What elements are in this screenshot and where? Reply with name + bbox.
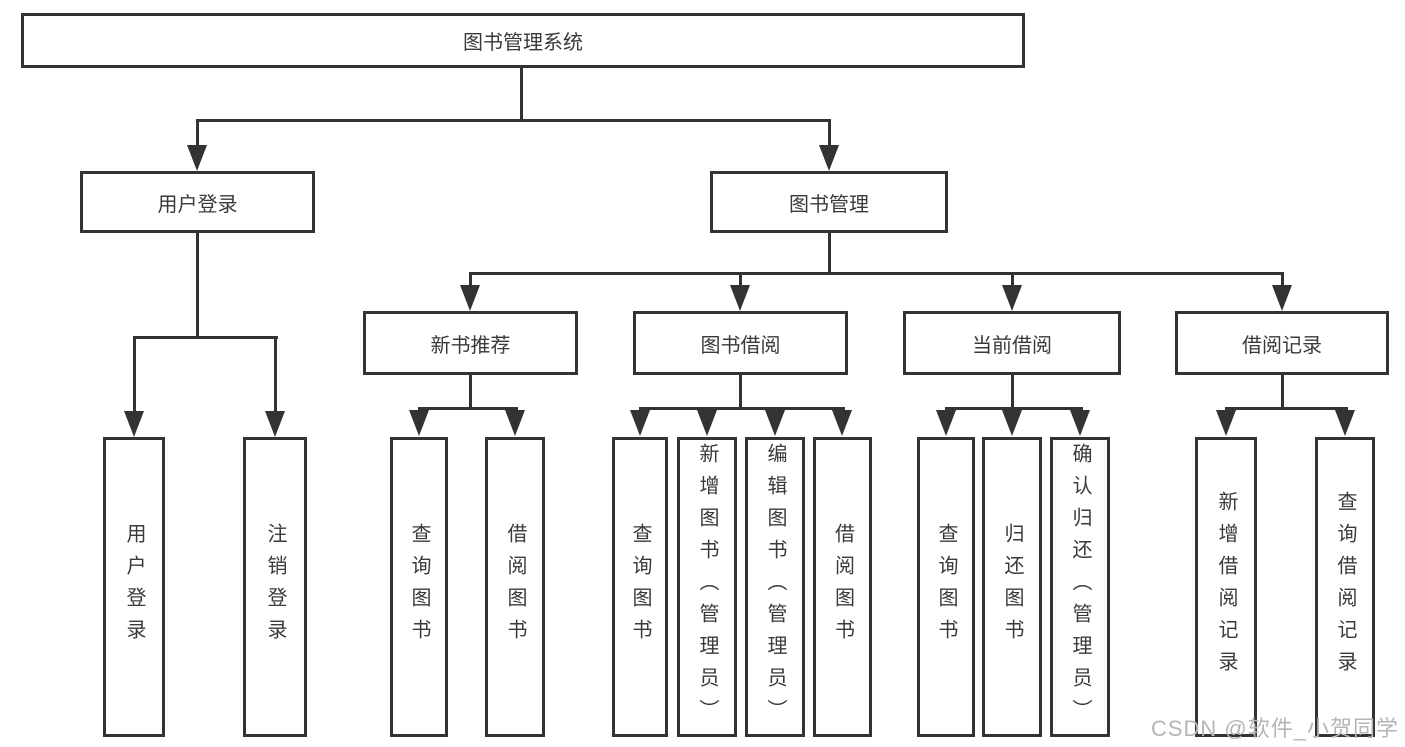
leaf-user-login-label: 用户登录 xyxy=(123,523,145,651)
arrowhead-down-icon xyxy=(630,410,650,436)
node-new-book-recommend: 新书推荐 xyxy=(363,311,578,375)
arrowhead-down-icon xyxy=(187,145,207,171)
node-root: 图书管理系统 xyxy=(21,13,1025,68)
connector-bookmgmt-drop-4 xyxy=(1281,272,1284,287)
arrowhead-down-icon xyxy=(765,410,785,436)
node-borrow-records: 借阅记录 xyxy=(1175,311,1389,375)
leaf-records-query-label: 查询借阅记录 xyxy=(1334,491,1356,683)
leaf-logout: 注销登录 xyxy=(243,437,307,737)
leaf-user-login: 用户登录 xyxy=(103,437,165,737)
node-new-book-recommend-label: 新书推荐 xyxy=(430,334,511,357)
connector-bookborrow-drop xyxy=(739,375,742,407)
connector-bookmgmt-drop-1 xyxy=(469,272,472,287)
arrowhead-down-icon xyxy=(409,410,429,436)
node-book-borrow-label: 图书借阅 xyxy=(700,334,781,357)
connector-userlogin-left-drop xyxy=(133,336,136,411)
leaf-logout-label: 注销登录 xyxy=(264,523,286,651)
connector-userlogin-drop xyxy=(196,233,199,336)
leaf-current-return-label: 归还图书 xyxy=(1001,523,1023,651)
connector-userlogin-right-drop xyxy=(274,336,277,411)
connector-currentborrow-drop xyxy=(1011,375,1014,407)
leaf-borrow-query: 查询图书 xyxy=(612,437,668,737)
connector-newbooks-span xyxy=(418,407,518,410)
arrowhead-down-icon xyxy=(697,410,717,436)
arrowhead-down-icon xyxy=(832,410,852,436)
leaf-newbooks-query: 查询图书 xyxy=(390,437,448,737)
leaf-newbooks-query-label: 查询图书 xyxy=(408,523,430,651)
leaf-borrow-book-label: 借阅图书 xyxy=(831,523,854,651)
leaf-borrow-book: 借阅图书 xyxy=(813,437,872,737)
arrowhead-down-icon xyxy=(1002,285,1022,311)
node-root-label: 图书管理系统 xyxy=(463,32,583,54)
node-borrow-records-label: 借阅记录 xyxy=(1242,334,1322,357)
arrowhead-down-icon xyxy=(1272,285,1292,311)
leaf-current-confirm-admin: 确认归还（管理员） xyxy=(1050,437,1110,737)
node-current-borrow-label: 当前借阅 xyxy=(972,334,1052,357)
arrowhead-down-icon xyxy=(265,411,285,437)
arrowhead-down-icon xyxy=(819,145,839,171)
connector-root-drop xyxy=(520,68,523,119)
leaf-borrow-query-label: 查询图书 xyxy=(629,523,651,651)
arrowhead-down-icon xyxy=(505,410,525,436)
connector-bookborrow-span xyxy=(639,407,845,410)
leaf-records-add-label: 新增借阅记录 xyxy=(1215,491,1237,683)
leaf-borrow-edit-admin: 编辑图书（管理员） xyxy=(745,437,805,737)
connector-bookmgmt-span xyxy=(469,272,1284,275)
connector-root-span xyxy=(196,119,831,122)
node-book-borrow: 图书借阅 xyxy=(633,311,848,375)
leaf-borrow-edit-admin-label: 编辑图书（管理员） xyxy=(764,443,786,731)
leaf-borrow-add-admin: 新增图书（管理员） xyxy=(677,437,737,737)
arrowhead-down-icon xyxy=(1216,410,1236,436)
arrowhead-down-icon xyxy=(730,285,750,311)
leaf-current-return: 归还图书 xyxy=(982,437,1042,737)
arrowhead-down-icon xyxy=(1070,410,1090,436)
leaf-newbooks-borrow-label: 借阅图书 xyxy=(504,523,526,651)
node-book-management-label: 图书管理 xyxy=(789,193,869,216)
leaf-newbooks-borrow: 借阅图书 xyxy=(485,437,545,737)
leaf-current-query: 查询图书 xyxy=(917,437,975,737)
node-user-login: 用户登录 xyxy=(80,171,315,233)
connector-records-span xyxy=(1225,407,1348,410)
connector-currentborrow-span xyxy=(945,407,1083,410)
node-current-borrow: 当前借阅 xyxy=(903,311,1121,375)
leaf-records-query: 查询借阅记录 xyxy=(1315,437,1375,737)
arrowhead-down-icon xyxy=(1335,410,1355,436)
connector-bookmgmt-drop-2 xyxy=(739,272,742,287)
arrowhead-down-icon xyxy=(936,410,956,436)
leaf-current-query-label: 查询图书 xyxy=(935,523,957,651)
arrowhead-down-icon xyxy=(460,285,480,311)
connector-userlogin-span xyxy=(133,336,278,339)
connector-root-left-drop xyxy=(196,119,199,147)
node-user-login-label: 用户登录 xyxy=(157,193,238,216)
arrowhead-down-icon xyxy=(1002,410,1022,436)
leaf-current-confirm-admin-label: 确认归还（管理员） xyxy=(1069,443,1091,731)
arrowhead-down-icon xyxy=(124,411,144,437)
connector-root-right-drop xyxy=(828,119,831,147)
connector-records-drop xyxy=(1281,375,1284,407)
csdn-watermark: CSDN @软件_小贺同学 xyxy=(1150,716,1399,741)
leaf-records-add: 新增借阅记录 xyxy=(1195,437,1257,737)
connector-newbooks-drop xyxy=(469,375,472,407)
node-book-management: 图书管理 xyxy=(710,171,948,233)
connector-bookmgmt-drop-3 xyxy=(1011,272,1014,287)
connector-bookmgmt-drop xyxy=(828,233,831,272)
leaf-borrow-add-admin-label: 新增图书（管理员） xyxy=(696,443,718,731)
